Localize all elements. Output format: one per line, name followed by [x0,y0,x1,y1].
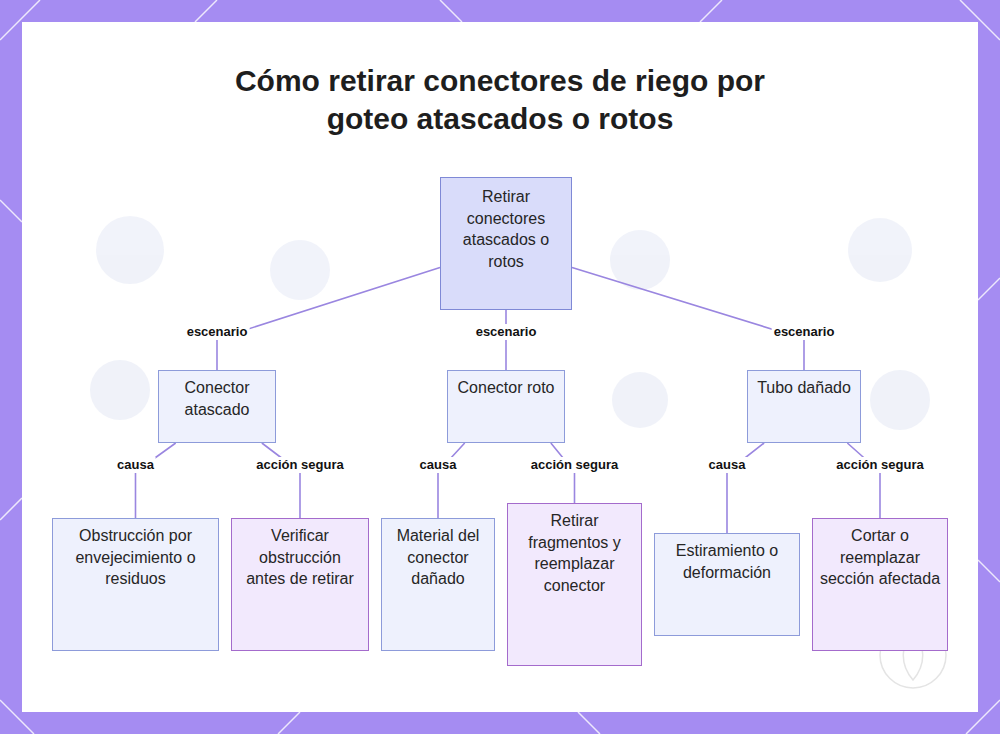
scenario-box: Conector atascado [158,370,276,443]
edge-label: causa [115,457,156,473]
connector-line [847,443,880,518]
edge-label: escenario [474,324,539,340]
action-box: Retirar fragmentos y reemplazar conector [507,503,642,666]
connector-line [217,267,440,370]
connector-line [551,443,575,503]
node-text: Verificar obstrucción antes de retirar [238,525,362,590]
action-box: Verificar obstrucción antes de retirar [231,518,369,651]
action-box: Cortar o reemplazar sección afectada [812,518,948,651]
edge-label: escenario [185,324,250,340]
connector-line [262,443,300,518]
edge-label: acción segura [254,457,345,473]
connector-line [572,267,804,370]
node-text: Tubo dañado [757,377,851,399]
scenario-box: Tubo dañado [747,370,861,443]
node-text: Conector atascado [165,377,269,420]
edge-label: causa [418,457,459,473]
cause-box: Obstrucción por envejecimiento o residuo… [52,518,219,651]
edge-label: acción segura [834,457,925,473]
node-text: Estiramiento o deformación [661,540,793,583]
node-text: Obstrucción por envejecimiento o residuo… [59,525,212,590]
edge-label: acción segura [529,457,620,473]
diagram-title: Cómo retirar conectores de riego por got… [210,62,790,138]
node-text: Conector roto [458,377,555,399]
connector-line [136,443,176,518]
node-text: Cortar o reemplazar sección afectada [819,525,941,590]
node-text: Retirar conectores atascados o rotos [447,186,565,272]
scenario-box: Conector roto [447,370,565,443]
node-text: Material del conector dañado [388,525,488,590]
edge-label: causa [707,457,748,473]
connector-line [438,443,465,518]
cause-box: Material del conector dañado [381,518,495,651]
root-box: Retirar conectores atascados o rotos [440,177,572,310]
edge-label: escenario [772,324,837,340]
node-text: Retirar fragmentos y reemplazar conector [514,510,635,596]
cause-box: Estiramiento o deformación [654,533,800,636]
connector-line [505,310,507,370]
